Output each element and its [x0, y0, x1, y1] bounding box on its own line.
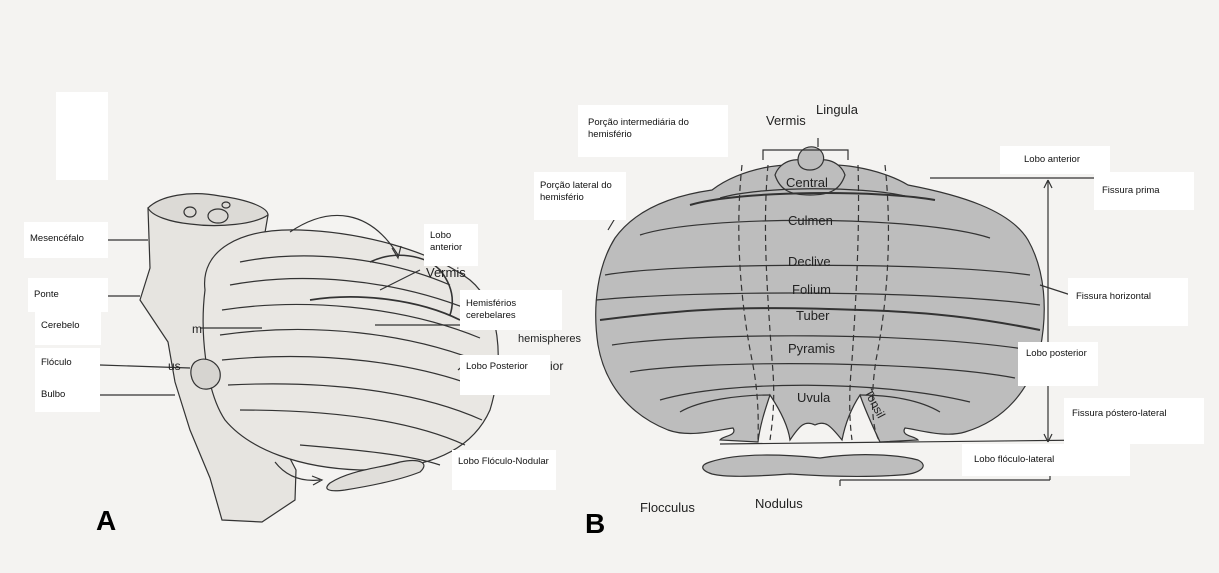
a-printed-vermis: Vermis [426, 265, 466, 280]
label-mesencefalo: Mesencéfalo [24, 222, 108, 258]
label-floculo: Flóculo [35, 348, 100, 380]
a-printed-us: us [168, 359, 181, 373]
label-cerebelo: Cerebelo [35, 311, 101, 345]
b-printed-nodulus: Nodulus [755, 496, 803, 511]
blank-overlay-box [56, 92, 108, 180]
label-lobo-anterior-b: Lobo anterior [1000, 146, 1110, 174]
label-bulbo: Bulbo [35, 380, 100, 412]
panel-b-drawing [596, 138, 1120, 486]
label-porcao-intermediaria: Porção intermediária do hemisfério [578, 105, 728, 157]
nodulus-b [703, 455, 923, 477]
label-lobo-posterior-b: Lobo posterior [1018, 342, 1098, 386]
panel-b-letter: B [585, 508, 605, 540]
b-printed-declive: Declive [788, 254, 831, 269]
b-printed-vermis: Vermis [766, 113, 806, 128]
b-printed-uvula: Uvula [797, 390, 831, 405]
label-lobo-anterior-a: Lobo anterior [424, 224, 478, 266]
b-printed-lingula: Lingula [816, 102, 859, 117]
b-printed-central: Central [786, 175, 828, 190]
label-fissura-horizontal: Fissura horizontal [1068, 278, 1188, 326]
panel-a-letter: A [96, 505, 116, 537]
label-lobo-floculo-lateral: Lobo flóculo-lateral [962, 444, 1130, 476]
a-printed-ior: ior [550, 359, 563, 373]
b-printed-pyramis: Pyramis [788, 341, 835, 356]
a-printed-hemispheres: hemispheres [518, 333, 581, 345]
label-fissura-prima: Fissura prima [1094, 172, 1194, 210]
label-hemisferios-cerebelares: Hemisférios cerebelares [460, 290, 562, 330]
a-printed-m2: m [192, 322, 202, 336]
label-lobo-floculo-nodular: Lobo Flóculo-Nodular [452, 450, 556, 490]
label-lobo-posterior-a: Lobo Posterior [460, 355, 550, 395]
label-fissura-postero-lateral: Fissura póstero-lateral [1064, 398, 1204, 444]
b-printed-folium: Folium [792, 282, 831, 297]
b-printed-flocculus: Flocculus [640, 500, 695, 515]
label-ponte: Ponte [28, 278, 108, 312]
flocculus-a [191, 359, 220, 389]
b-printed-culmen: Culmen [788, 213, 833, 228]
label-porcao-lateral: Porção lateral do hemisfério [534, 172, 626, 220]
b-printed-tuber: Tuber [796, 308, 830, 323]
